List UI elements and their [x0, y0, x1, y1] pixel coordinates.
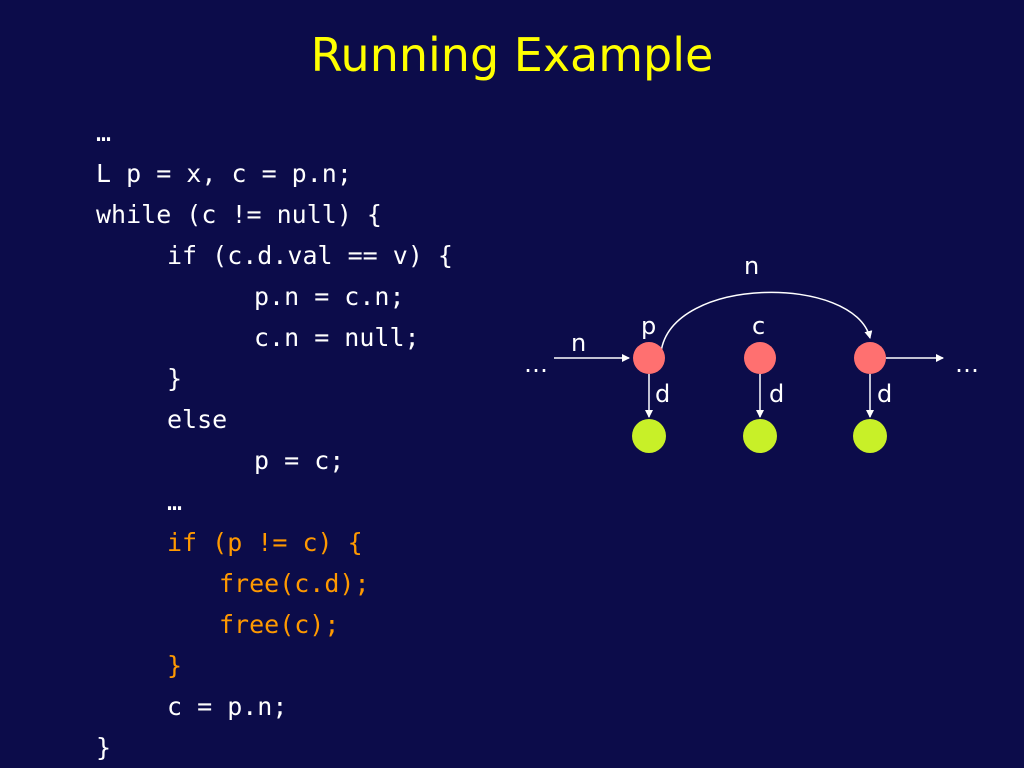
- data-node-2: [743, 419, 777, 453]
- code-line: p.n = c.n;: [254, 282, 405, 311]
- code-line: p = c;: [254, 446, 345, 475]
- list-node-1: [633, 342, 665, 374]
- slide-title: Running Example: [310, 28, 714, 82]
- code-line-highlighted: free(c.d);: [219, 569, 370, 598]
- code-line: L p = x, c = p.n;: [96, 159, 352, 188]
- d-label-3: d: [877, 380, 892, 408]
- pointer-p-label: p: [641, 312, 656, 340]
- d-label-2: d: [769, 380, 784, 408]
- code-line: while (c != null) {: [96, 200, 382, 229]
- code-line: c = p.n;: [167, 692, 288, 721]
- code-line-highlighted: free(c);: [219, 610, 340, 639]
- data-node-1: [632, 419, 666, 453]
- d-label-1: d: [655, 380, 670, 408]
- code-line: …: [96, 118, 112, 147]
- arc-n-label: n: [744, 252, 759, 280]
- pointer-c-label: c: [752, 312, 765, 340]
- list-node-3: [854, 342, 886, 374]
- code-line: }: [96, 733, 112, 762]
- code-line: if (c.d.val == v) {: [167, 241, 453, 270]
- data-node-3: [853, 419, 887, 453]
- code-line: }: [167, 364, 183, 393]
- code-line: …: [167, 487, 183, 516]
- code-line-highlighted: if (p != c) {: [167, 528, 363, 557]
- code-line: else: [167, 405, 228, 434]
- code-line-highlighted: }: [167, 651, 183, 680]
- code-line: c.n = null;: [254, 323, 420, 352]
- list-node-2: [744, 342, 776, 374]
- right-ellipsis: …: [955, 350, 979, 378]
- left-ellipsis: …: [524, 350, 548, 378]
- incoming-n-label: n: [571, 329, 586, 357]
- n-arc-edge: [660, 291, 873, 353]
